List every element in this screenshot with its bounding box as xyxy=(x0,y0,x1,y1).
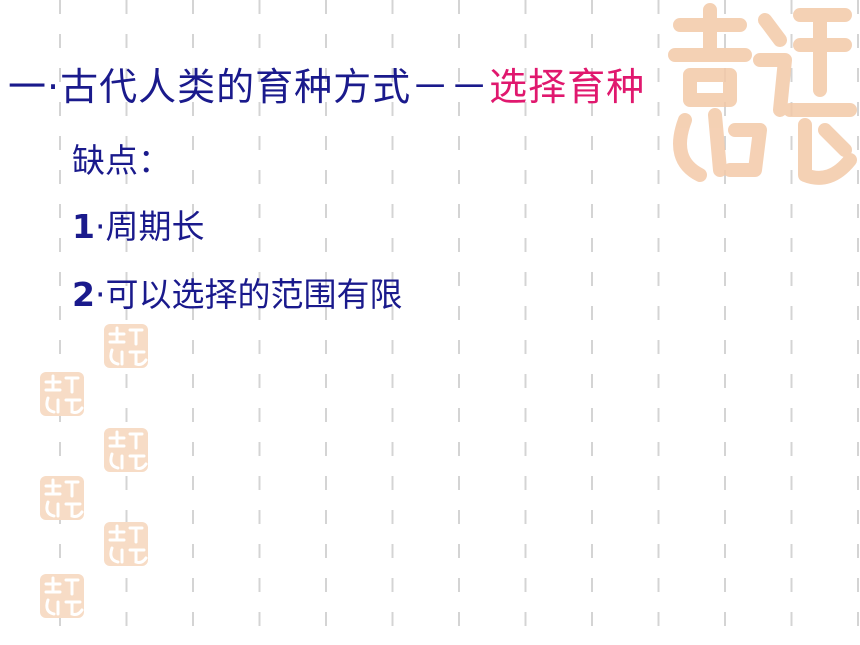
title-highlight: 选择育种 xyxy=(489,65,646,109)
jixiang-seal-icon xyxy=(104,428,148,472)
point-item: 2·可以选择的范围有限 xyxy=(72,268,402,316)
subheading-drawbacks: 缺点： xyxy=(72,141,171,180)
point-number: 1 xyxy=(72,207,95,246)
jixiang-seal-icon xyxy=(104,522,148,566)
point-text: ·可以选择的范围有限 xyxy=(94,275,403,314)
jixiang-seal-icon xyxy=(104,324,148,368)
point-text: ·周期长 xyxy=(94,207,205,246)
title-prefix: 一·古代人类的育种方式－－ xyxy=(8,65,490,109)
point-number: 2 xyxy=(72,275,95,314)
slide-title: 一·古代人类的育种方式－－选择育种 xyxy=(8,56,645,111)
jixiang-seal-icon xyxy=(40,574,84,618)
jixiang-seal-large-icon xyxy=(668,3,857,185)
jixiang-seal-icon xyxy=(40,476,84,520)
point-item: 1·周期长 xyxy=(72,200,204,248)
jixiang-seal-icon xyxy=(40,372,84,416)
